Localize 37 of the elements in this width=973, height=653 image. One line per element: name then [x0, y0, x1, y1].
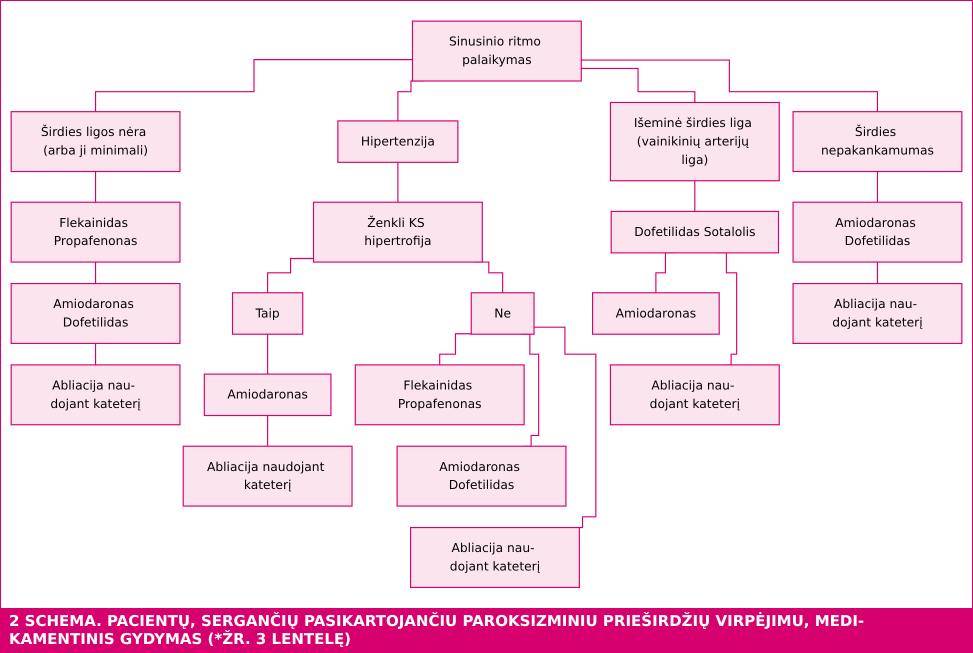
- node-box: Abliacija nau- dojant kateterį: [610, 364, 780, 426]
- caption: 2 SCHEMA. PACIENTŲ, SERGANČIŲ PASIKARTOJANČIU PAROKSIZMINIU PRIEŠIRDŽIŲ VIRPĖJIMU, MEDI- KAMENTINIS GYDYMAS (*ŽR. 3 LENTELĘ): [1, 608, 972, 652]
- node-box: Abliacija nau- dojant kateterį: [792, 283, 962, 344]
- node-box: Ženkli KS hipertrofija: [312, 202, 483, 263]
- connector: [94, 171, 96, 204]
- connector: [439, 333, 472, 366]
- node-box: Taip: [232, 292, 304, 335]
- connector: [94, 343, 96, 366]
- connector: [534, 326, 596, 528]
- node-box: Abliacija naudojant kateterį: [182, 446, 353, 507]
- node-box: Flekainidas Propafenonas: [10, 202, 181, 263]
- connector: [876, 262, 878, 284]
- connector: [94, 262, 96, 284]
- connector: [694, 180, 696, 212]
- node-box: Širdies nepakankamumas: [792, 111, 962, 172]
- node-box: Flekainidas Propafenonas: [354, 364, 525, 426]
- node-box: Išeminė širdies liga (vainikinių arterijų liga): [610, 102, 780, 182]
- connector: [267, 334, 268, 375]
- node-box: Širdies ligos nėra (arba ji minimali): [10, 111, 181, 172]
- node-box: Amiodaronas Dofetilidas: [10, 283, 181, 344]
- connector: [397, 162, 398, 204]
- node-box: Amiodaronas: [592, 292, 720, 335]
- connector: [267, 415, 268, 448]
- node-box: Ne: [470, 292, 535, 335]
- node-box: Amiodaronas: [204, 374, 332, 416]
- node-box: Abliacija nau- dojant kateterį: [410, 527, 580, 588]
- connector: [94, 59, 412, 112]
- node-box: Dofetilidas Sotalolis: [610, 211, 780, 254]
- node-box: Abliacija nau- dojant kateterį: [10, 364, 181, 426]
- node-box: Hipertenzija: [337, 120, 458, 164]
- connector: [267, 258, 314, 294]
- node-box: Amiodaronas Dofetilidas: [396, 446, 566, 507]
- connector: [876, 171, 878, 204]
- node-box: Sinusinio ritmo palaikymas: [412, 20, 582, 82]
- connector: [581, 60, 878, 112]
- node-box: Amiodaronas Dofetilidas: [792, 202, 962, 263]
- connector: [581, 68, 696, 104]
